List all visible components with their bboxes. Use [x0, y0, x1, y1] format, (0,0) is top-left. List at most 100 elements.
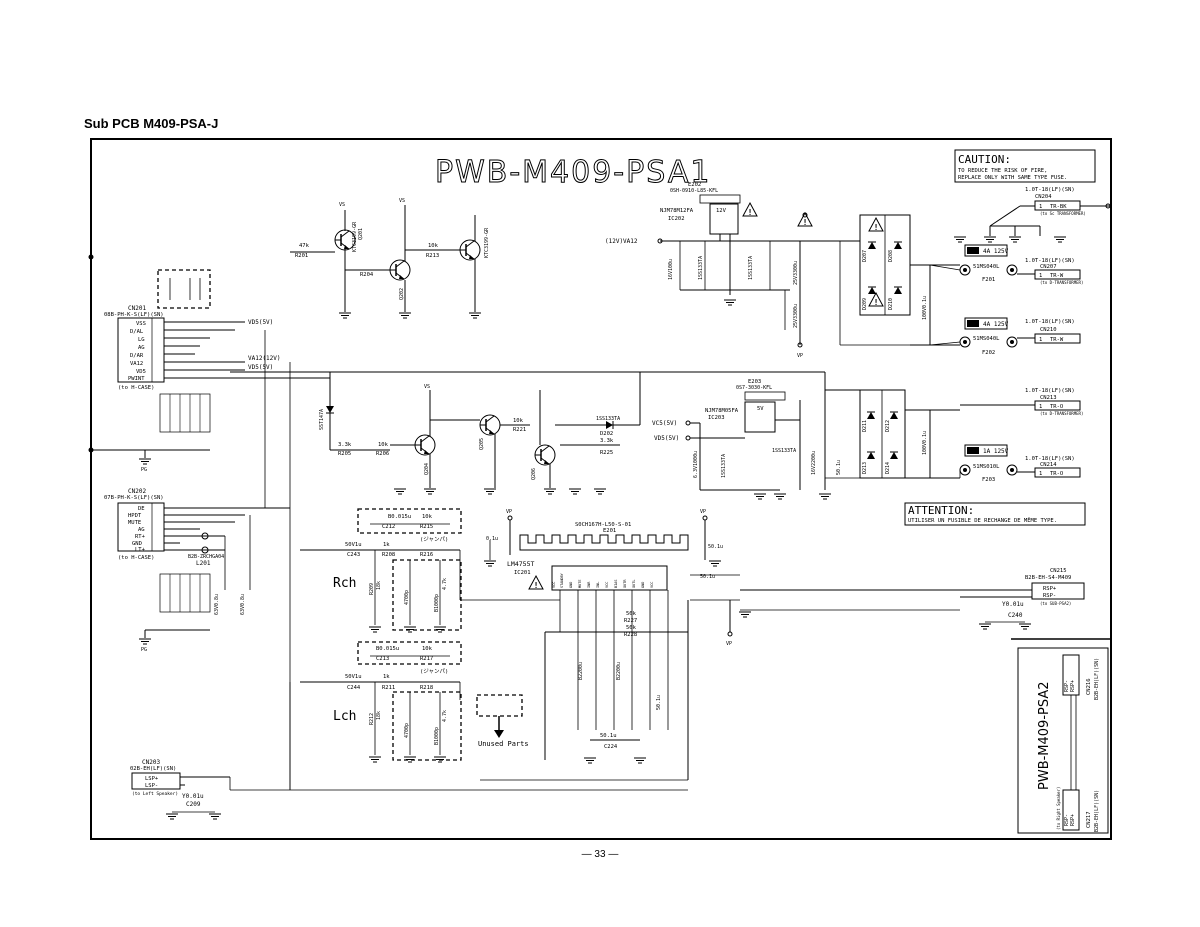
svg-text:CN202: CN202 — [128, 488, 146, 495]
unused-parts-legend: Unused Parts — [476, 694, 529, 748]
svg-text:4A 125V: 4A 125V — [983, 248, 1009, 255]
svg-text:D211: D211 — [862, 420, 868, 432]
fuse-f201: 4A 125V 51MS040L F201 — [959, 244, 1018, 283]
svg-text:3.3k: 3.3k — [338, 442, 352, 448]
svg-text:B2200u: B2200u — [578, 662, 584, 680]
svg-text:C212: C212 — [382, 524, 395, 530]
svg-text:RSP-: RSP- — [1064, 814, 1070, 826]
svg-text:10k: 10k — [422, 646, 433, 652]
svg-text:1.0T-18(LF)(SN): 1.0T-18(LF)(SN) — [1025, 456, 1075, 462]
svg-text:18k: 18k — [376, 581, 382, 590]
cap-bank-cn201: PG — [138, 393, 211, 473]
svg-text:(to Left Speaker): (to Left Speaker) — [132, 791, 178, 797]
diode-d201: SST147A — [319, 405, 335, 430]
net-label-vd5-2: VD5(5V) — [248, 364, 273, 371]
svg-text:LSP+: LSP+ — [145, 776, 159, 782]
svg-text:CN216: CN216 — [1086, 678, 1092, 695]
dashed-group-lch-lower — [392, 691, 462, 761]
svg-text:B0.015u: B0.015u — [388, 514, 411, 520]
svg-text:VP: VP — [726, 641, 732, 647]
svg-text:IC203: IC203 — [708, 415, 725, 421]
svg-text:1A 125V: 1A 125V — [983, 448, 1009, 455]
svg-text:0S7-3030-KFL: 0S7-3030-KFL — [736, 385, 772, 391]
svg-text:F203: F203 — [982, 477, 995, 483]
svg-text:Q206: Q206 — [531, 468, 537, 480]
svg-text:HPDT: HPDT — [128, 513, 142, 519]
svg-text:INL: INL — [596, 582, 600, 588]
attention-line1: UTILISER UN FUSIBLE DE RECHANGE DE MÊME … — [908, 516, 1057, 524]
svg-text:D214: D214 — [885, 462, 891, 474]
svg-text:R221: R221 — [513, 427, 526, 433]
svg-text:R205: R205 — [338, 451, 351, 457]
svg-text:BIAS: BIAS — [614, 580, 618, 588]
label-rch: Rch — [333, 576, 356, 591]
svg-text:1SS133TA: 1SS133TA — [698, 256, 704, 280]
svg-text:50.1u: 50.1u — [836, 460, 842, 475]
svg-text:E203: E203 — [748, 379, 761, 385]
svg-text:VS: VS — [424, 384, 430, 390]
svg-text:B0.015u: B0.015u — [376, 646, 399, 652]
svg-text:GND: GND — [132, 541, 142, 547]
amplifier-heatsink-e201: S0CH167H-L50-S-01 E201 — [519, 522, 689, 551]
svg-text:Q202: Q202 — [399, 288, 405, 300]
cap-c210-c211: 63V0.8u 63V0.8u — [214, 515, 251, 615]
svg-text:TR-O: TR-O — [1050, 404, 1063, 410]
svg-text:KTC3199-GR: KTC3199-GR — [484, 227, 490, 258]
svg-text:PG: PG — [141, 647, 147, 653]
net-label-vd5: VD5(5V) — [248, 319, 273, 326]
transistor-q201: KTC3199-GR Q201 — [334, 221, 364, 252]
svg-text:(to D-TRANSFORMER): (to D-TRANSFORMER) — [1040, 411, 1083, 416]
svg-text:(to H-CASE): (to H-CASE) — [118, 385, 154, 391]
connector-cn207: 1.0T-18(LF)(SN) CN207 1 TR-W (to D-TRANS… — [1017, 258, 1083, 285]
connector-cn202: CN202 07B-PH-K-S(LF)(SN) DE HPDT MUTE AG… — [104, 488, 290, 561]
svg-text:TR-O: TR-O — [1050, 471, 1063, 477]
svg-text:50.1u: 50.1u — [656, 695, 662, 710]
svg-text:VD5: VD5 — [136, 369, 146, 375]
svg-text:25V3300u: 25V3300u — [793, 304, 799, 328]
svg-text:1SS133TA: 1SS133TA — [748, 256, 754, 280]
svg-text:C209: C209 — [186, 801, 201, 808]
svg-text:R201: R201 — [295, 253, 308, 259]
connector-cn201: CN201 08B-PH-K-S(LF)(SN) VSS D/AL LG AG … — [104, 305, 330, 391]
svg-text:RSP-: RSP- — [1043, 593, 1056, 599]
svg-text:1SS133TA: 1SS133TA — [596, 416, 620, 422]
svg-text:R215: R215 — [420, 524, 433, 530]
svg-text:R204: R204 — [360, 272, 374, 278]
svg-text:KTC3199-GR: KTC3199-GR — [352, 221, 358, 252]
svg-text:SST147A: SST147A — [319, 409, 325, 430]
svg-text:GND: GND — [569, 582, 573, 588]
connector-cn214: 1.0T-18(LF)(SN) CN214 1 TR-O — [1017, 456, 1081, 478]
svg-text:R213: R213 — [426, 253, 439, 259]
svg-text:1.0T-18(LF)(SN): 1.0T-18(LF)(SN) — [1025, 187, 1075, 193]
svg-text:VA12: VA12 — [130, 361, 143, 367]
svg-text:51MS010L: 51MS010L — [973, 464, 1000, 470]
svg-text:B2B-EH(LF)(SN): B2B-EH(LF)(SN) — [1094, 790, 1100, 832]
svg-text:F201: F201 — [982, 277, 995, 283]
svg-text:D/AL: D/AL — [130, 329, 144, 335]
svg-text:Q204: Q204 — [424, 463, 430, 475]
bridge-rectifier-lower: D211 D212 D213 D214 — [859, 389, 906, 479]
svg-text:1k: 1k — [383, 674, 390, 680]
svg-text:63V0.8u: 63V0.8u — [240, 594, 246, 615]
svg-text:Q201: Q201 — [358, 228, 364, 240]
svg-text:CN215: CN215 — [1050, 568, 1067, 574]
connector-cn210: 1.0T-18(LF)(SN) CN210 1 TR-W — [1017, 319, 1081, 344]
amplifier-ic201: LM4755T IC201 VCC STANDBY GND MUTE INR I… — [507, 560, 668, 591]
svg-text:1.0T-18(LF)(SN): 1.0T-18(LF)(SN) — [1025, 319, 1075, 325]
svg-text:VP: VP — [797, 353, 803, 359]
svg-text:IC202: IC202 — [668, 216, 685, 222]
transistor-q203: KTC3199-GR — [459, 227, 490, 261]
svg-text:B1000p: B1000p — [434, 594, 440, 612]
svg-text:50.1u: 50.1u — [708, 544, 723, 550]
svg-text:STANDBY: STANDBY — [560, 572, 564, 588]
svg-text:D209: D209 — [862, 298, 868, 310]
svg-text:50.1u: 50.1u — [600, 733, 617, 739]
page-number: — 33 — — [581, 849, 619, 860]
caution-heading: CAUTION: — [958, 153, 1011, 166]
attention-heading: ATTENTION: — [908, 504, 974, 517]
transistor-q204: Q204 — [414, 434, 436, 475]
svg-text:CN204: CN204 — [1035, 194, 1052, 200]
svg-text:E201: E201 — [603, 528, 616, 534]
svg-text:CN214: CN214 — [1040, 462, 1057, 468]
